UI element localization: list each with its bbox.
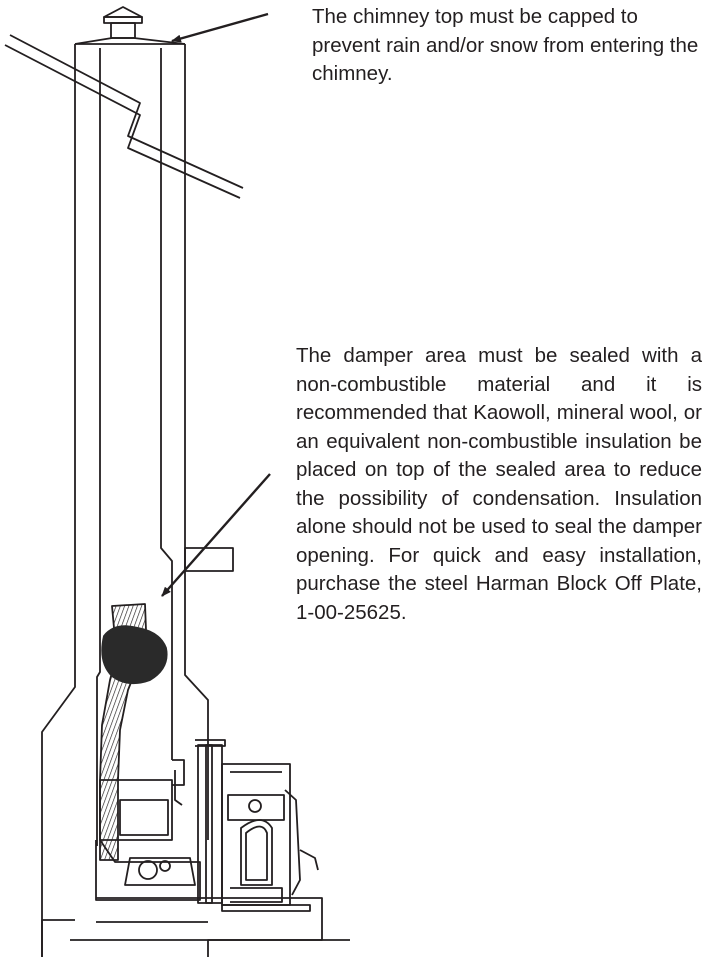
- damper-arrow: [161, 473, 271, 597]
- stove-rear-housing: [95, 770, 201, 901]
- stove-vent-pipe: [172, 759, 185, 786]
- mantel-shelf: [184, 547, 234, 572]
- hearth: [41, 897, 350, 957]
- chimney-cap: [74, 6, 186, 45]
- chimney-cap-callout: The chimney top must be capped to preven…: [312, 5, 699, 85]
- roof-line: [4, 34, 244, 199]
- damper-seal-callout: The damper area must be sealed with a no…: [296, 344, 702, 624]
- chimney-cap-arrow: [171, 12, 269, 43]
- chimney-walls: [41, 43, 209, 957]
- damper-seal: [101, 625, 168, 685]
- pellet-stove: [195, 739, 319, 912]
